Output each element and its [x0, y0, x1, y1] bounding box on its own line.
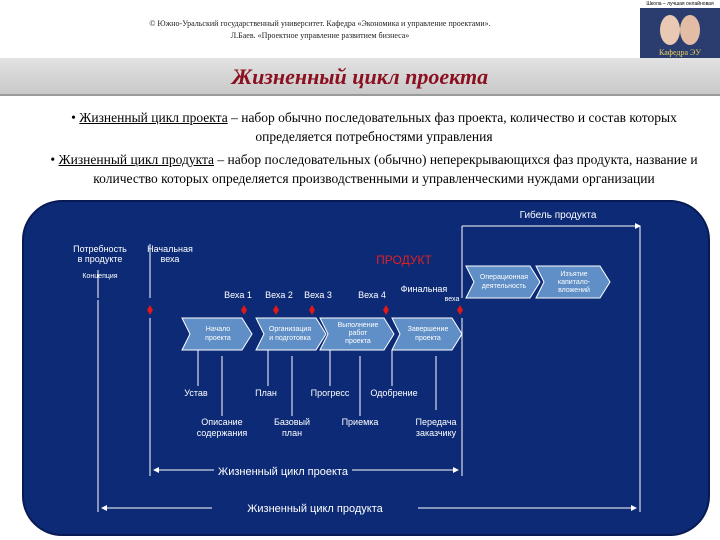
project-lifecycle-label-bg	[214, 464, 352, 478]
header-line-2: Л.Баев. «Проектное управление развитием …	[230, 31, 410, 40]
definition-product-text: – набор последовательных (обычно) непере…	[93, 152, 698, 186]
title-bar	[0, 58, 720, 96]
doc-baseline-line-1: Базовый	[274, 417, 310, 427]
doc-baseline-line-2: план	[282, 428, 302, 438]
operations-chevron	[465, 265, 541, 299]
phase-3-line-3: проекта	[345, 338, 371, 345]
department-logo: Школа – лучшая онлайновая Кафедра ЭУ	[640, 0, 720, 68]
result-plan: План	[255, 388, 277, 398]
definition-project-text: – набор обычно последовательных фаз прое…	[227, 110, 677, 144]
milestone-marker-3	[309, 305, 315, 315]
phase-chevron-3	[319, 317, 395, 351]
phase-3-line-2: работ	[349, 329, 369, 337]
phase-1-line-2: проекта	[205, 335, 231, 342]
milestone-1-label: Веха 1	[224, 290, 252, 300]
header-line-1: © Южно-Уральский государственный универс…	[149, 19, 491, 28]
doc-acceptance: Приемка	[342, 417, 379, 427]
result-progress: Прогресс	[311, 388, 350, 398]
result-approval: Одобрение	[370, 388, 417, 398]
product-lifecycle-label: Жизненный цикл продукта	[247, 503, 383, 515]
milestone-marker-final	[457, 305, 463, 315]
withdrawal-line-3: вложений	[558, 286, 590, 294]
phase-2-line-1: Организация	[269, 326, 311, 333]
page-title: Жизненный цикл проекта	[231, 64, 489, 89]
result-charter: Устав	[184, 388, 208, 398]
final-milestone-label-1: Финальная	[401, 284, 448, 294]
phase-chevron-4	[391, 317, 463, 351]
milestone-marker-1	[241, 305, 247, 315]
term-project-lifecycle: Жизненный цикл проекта	[79, 110, 228, 125]
start-milestone-label-2: веха	[161, 254, 180, 264]
product-lifecycle-label-bg	[212, 501, 418, 515]
need-label-2: в продукте	[78, 254, 123, 264]
product-death-label: Гибель продукта	[520, 209, 597, 221]
bullet: •	[71, 110, 76, 125]
milestone-3-label: Веха 3	[304, 290, 332, 300]
milestone-2-label: Веха 2	[265, 290, 293, 300]
phase-2-line-2: и подготовка	[269, 335, 311, 342]
phase-4-line-2: проекта	[415, 335, 441, 342]
lifecycle-diagram-panel	[22, 200, 710, 536]
operations-line-1: Операционная	[480, 274, 528, 281]
logo-caption: Школа – лучшая онлайновая	[640, 0, 720, 8]
doc-scope-line-1: Описание	[201, 417, 242, 427]
phase-3-line-1: Выполнение	[338, 322, 379, 329]
hands-icon	[660, 15, 700, 45]
milestone-marker-start	[147, 305, 153, 315]
phase-1-line-1: Начало	[206, 326, 230, 333]
start-milestone-label-1: Начальная	[147, 244, 193, 254]
doc-handover-line-2: заказчику	[416, 428, 457, 438]
bullet: •	[50, 152, 56, 167]
milestone-4-label: Веха 4	[358, 290, 386, 300]
milestone-marker-4	[383, 305, 389, 315]
product-label: ПРОДУКТ	[376, 253, 432, 267]
withdrawal-line-2: капитало-	[558, 279, 591, 286]
phase-4-line-1: Завершение	[408, 326, 449, 333]
concept-label: Концепция	[82, 273, 117, 280]
definition-project: • Жизненный цикл проекта – набор обычно …	[36, 108, 712, 146]
term-product-lifecycle: Жизненный цикл продукта	[58, 152, 215, 167]
operations-line-2: деятельность	[482, 283, 527, 290]
need-label-1: Потребность	[73, 244, 127, 254]
milestone-marker-2	[273, 305, 279, 315]
doc-scope-line-2: содержания	[197, 428, 248, 438]
final-milestone-label-2: веха	[445, 296, 460, 303]
logo-text: Кафедра ЭУ	[659, 48, 701, 57]
withdrawal-chevron	[535, 265, 611, 299]
project-lifecycle-label: Жизненный цикл проекта	[218, 466, 349, 478]
definition-product: • Жизненный цикл продукта – набор послед…	[36, 150, 712, 188]
phase-chevron-1	[181, 317, 253, 351]
phase-chevron-2	[255, 317, 327, 351]
doc-handover-line-1: Передача	[415, 417, 456, 427]
withdrawal-line-1: Изъятие	[560, 271, 587, 278]
